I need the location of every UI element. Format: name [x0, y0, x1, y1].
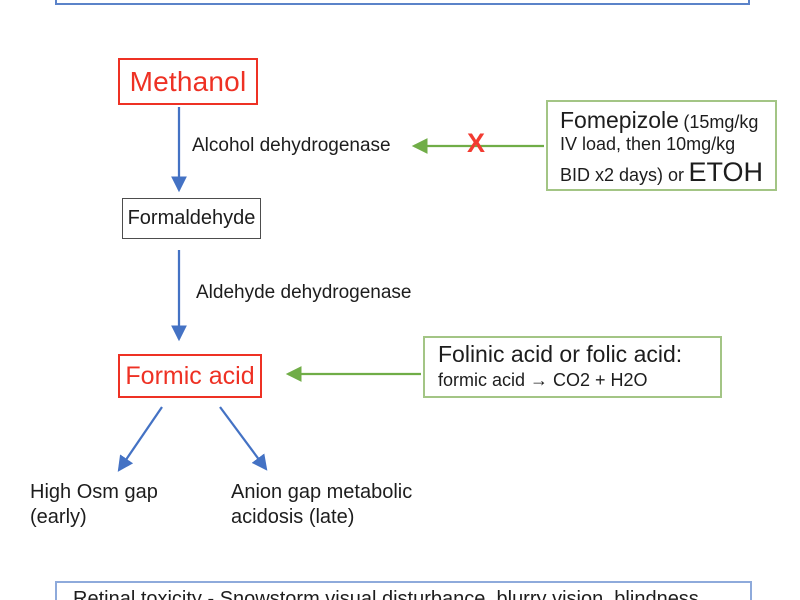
formaldehyde-label: Formaldehyde	[127, 207, 256, 229]
osm-gap-line1: High Osm gap	[30, 481, 158, 503]
methanol-label: Methanol	[129, 65, 247, 97]
retinal-toxicity-box-partial: Retinal toxicity - Snowstorm visual dist…	[55, 581, 752, 600]
fomepizole-line1: Fomepizole (15mg/kg	[560, 106, 765, 134]
alcohol-dehydrogenase-label: Alcohol dehydrogenase	[192, 135, 391, 156]
retinal-toxicity-text: Retinal toxicity - Snowstorm visual dist…	[73, 588, 699, 600]
aldehyde-dehydrogenase-label: Aldehyde dehydrogenase	[196, 282, 412, 303]
fomepizole-dose-part2: IV load, then 10mg/kg	[560, 134, 736, 155]
formic-acid-label: Formic acid	[125, 361, 255, 390]
fomepizole-line3: BID x2 days) or ETOH	[560, 156, 765, 189]
etoh-label: ETOH	[688, 157, 764, 187]
methanol-node: Methanol	[118, 58, 258, 105]
osm-gap-outcome-label: High Osm gap (early)	[30, 480, 158, 530]
formaldehyde-node: Formaldehyde	[122, 198, 261, 239]
fomepizole-dose-part1: (15mg/kg	[683, 112, 759, 132]
folinic-reaction: formic acid → CO2 + H2O	[438, 369, 648, 390]
anion-gap-line2: acidosis (late)	[231, 506, 355, 528]
osm-gap-line2: (early)	[30, 506, 87, 528]
arrow-formic-to-osm-gap	[117, 406, 163, 472]
folinic-title: Folinic acid or folic acid:	[438, 341, 683, 367]
fomepizole-box: Fomepizole (15mg/kg IV load, then 10mg/k…	[546, 100, 777, 191]
inhibition-x-icon: X	[467, 128, 486, 158]
arrow-formic-to-anion-gap	[219, 406, 268, 471]
fomepizole-drug-label: Fomepizole	[560, 107, 679, 133]
folinic-acid-box: Folinic acid or folic acid: formic acid …	[423, 336, 722, 398]
fomepizole-dose-part3: BID x2 days) or	[560, 165, 685, 185]
top-banner-box-partial	[55, 0, 750, 5]
formic-acid-node: Formic acid	[118, 354, 262, 398]
anion-gap-line1: Anion gap metabolic	[231, 481, 413, 503]
anion-gap-outcome-label: Anion gap metabolic acidosis (late)	[231, 480, 412, 530]
